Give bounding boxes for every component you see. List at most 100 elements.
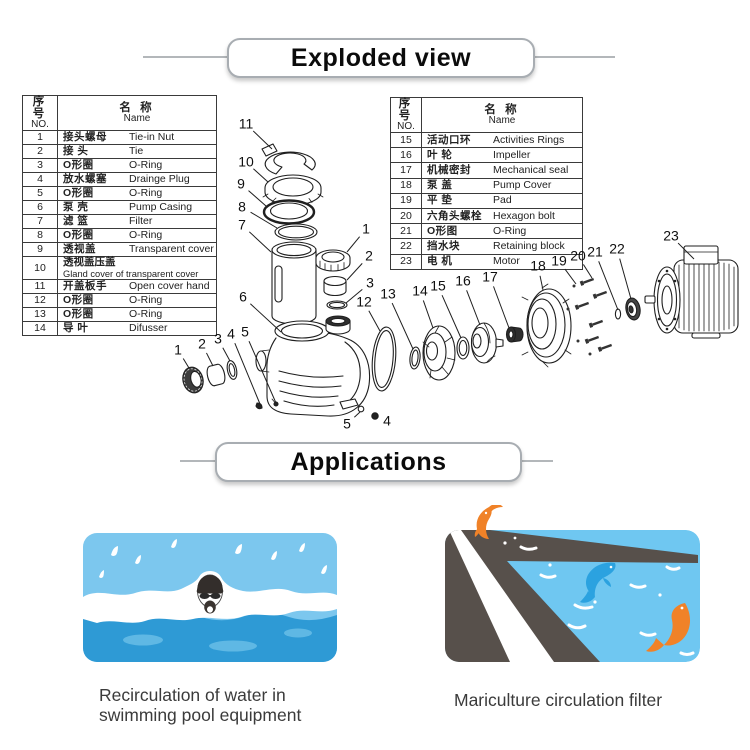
- drainage-plug-part: [371, 412, 379, 420]
- leader-line: [466, 290, 481, 326]
- leader-line: [206, 352, 214, 367]
- fish-icon: [580, 562, 616, 603]
- part-label-14: 14: [412, 283, 428, 299]
- leader-line: [539, 275, 544, 291]
- leader-line: [182, 358, 190, 369]
- divider-line: [143, 56, 227, 58]
- pool-deep-water: [83, 612, 337, 662]
- part-label-4: 4: [383, 413, 391, 429]
- part-label-5: 5: [343, 416, 351, 432]
- part-label-22: 22: [609, 241, 625, 257]
- fish-icon: [474, 505, 503, 539]
- leader-line: [677, 242, 695, 260]
- figure-mariculture-pond: [445, 505, 700, 662]
- part-label-17: 17: [482, 269, 498, 285]
- leader-line: [346, 263, 363, 281]
- mechanical-seal-part: [505, 326, 524, 343]
- splash-dots: [548, 563, 662, 604]
- diffuser-part: [422, 325, 456, 381]
- part-label-13: 13: [380, 286, 396, 302]
- o-ring-small-part: [357, 405, 365, 413]
- part-label-20: 20: [570, 248, 586, 264]
- divider-line: [518, 460, 553, 462]
- leader-line: [345, 289, 363, 304]
- leader-line: [354, 411, 361, 418]
- leader-line: [391, 302, 414, 350]
- leader-line: [346, 236, 361, 253]
- tie-part: [323, 275, 347, 297]
- leader-line: [368, 310, 381, 332]
- part-label-5: 5: [241, 324, 249, 340]
- part-label-9: 9: [237, 176, 245, 192]
- water-reflections: [123, 628, 312, 652]
- swimmer: [196, 574, 224, 614]
- part-label-2: 2: [198, 336, 206, 352]
- figure-swimming-pool: [83, 533, 337, 662]
- part-label-3: 3: [214, 331, 222, 347]
- hexagon-bolts: [566, 277, 613, 356]
- part-label-11: 11: [239, 116, 254, 132]
- leader-line: [248, 190, 267, 207]
- leader-line: [222, 347, 231, 362]
- part-label-12: 12: [356, 294, 372, 310]
- wave-marks: [539, 565, 695, 656]
- section-banner-applications: Applications: [215, 442, 522, 482]
- part-label-1: 1: [362, 221, 370, 237]
- o-ring-part: [326, 300, 348, 310]
- part-label-6: 6: [239, 289, 247, 305]
- caption-pool: Recirculation of water in swimming pool …: [99, 685, 302, 725]
- leader-line: [619, 258, 632, 300]
- splash-dots: [503, 536, 517, 545]
- leader-line: [250, 303, 282, 333]
- part-label-21: 21: [587, 244, 603, 260]
- leader-line: [564, 268, 577, 285]
- leader-line: [493, 286, 510, 329]
- caption-mariculture: Mariculture circulation filter: [454, 690, 663, 710]
- tie-in-nut-part: [315, 249, 351, 272]
- tie-part: [206, 363, 226, 387]
- transparent-cover-part: [262, 199, 316, 225]
- leader-line: [248, 340, 277, 404]
- part-label-16: 16: [455, 273, 471, 289]
- o-ring-part: [409, 346, 421, 370]
- leader-line: [441, 294, 462, 339]
- part-label-18: 18: [530, 258, 546, 274]
- gland-cover-part: [262, 174, 324, 206]
- o-ring-part: [274, 223, 318, 241]
- section-banner-exploded: Exploded view: [227, 38, 535, 78]
- part-label-19: 19: [551, 253, 567, 269]
- divider-line: [180, 460, 215, 462]
- tie-in-nut-part: [182, 366, 204, 394]
- divider-line: [531, 56, 615, 58]
- filter-basket-part: [271, 241, 317, 325]
- part-label-8: 8: [238, 199, 246, 215]
- part-label-7: 7: [238, 217, 246, 233]
- part-label-4: 4: [227, 326, 235, 342]
- leader-line: [234, 343, 261, 405]
- leader-line: [250, 211, 278, 229]
- leader-line: [598, 261, 619, 311]
- impeller-part: [470, 322, 504, 364]
- pump-cover-part: [521, 283, 572, 368]
- leader-line: [582, 264, 593, 279]
- part-label-10: 10: [238, 154, 254, 170]
- leader-line: [248, 231, 272, 253]
- part-label-23: 23: [663, 228, 679, 244]
- swim-cap: [196, 575, 224, 594]
- header-no: 序 号 NO.: [22, 95, 58, 131]
